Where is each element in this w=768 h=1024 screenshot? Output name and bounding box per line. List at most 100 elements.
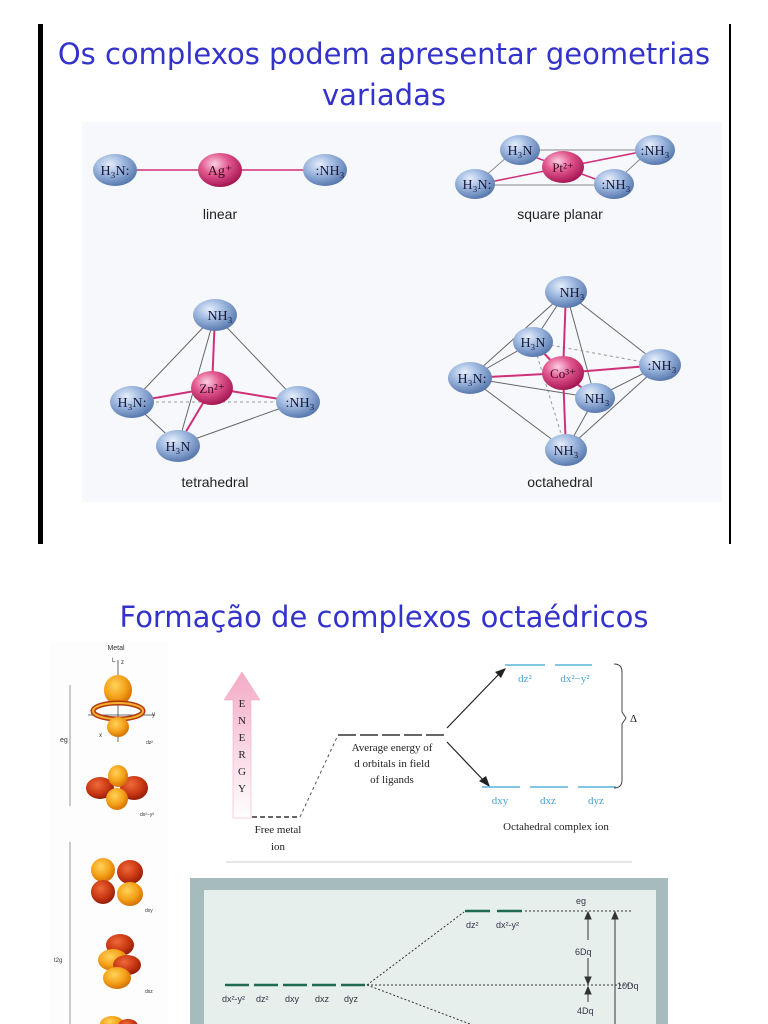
oh-label-back: H₃N <box>520 336 545 351</box>
sp-label-3: H₃N: <box>463 178 492 193</box>
slide1-title-line2: variadas <box>0 76 768 114</box>
oh-label-right: :NH₃ <box>648 359 677 374</box>
dxz-orbital: dxz <box>98 934 153 995</box>
lower-level-label-2: dxz <box>540 795 556 807</box>
oh-ligand-front <box>575 383 615 413</box>
splitting-panel-inner <box>204 890 656 1024</box>
free-ion-label-2: ion <box>271 841 286 853</box>
oh-label-left: H₃N: <box>458 372 487 387</box>
dyz-orbital: dyz <box>100 1016 158 1024</box>
sp-label-2: :NH₃ <box>641 144 670 159</box>
four-dq-label: 4Dq <box>577 1006 594 1016</box>
oh-caption: octahedral <box>527 474 592 490</box>
ligand-label: L <box>112 658 116 664</box>
sp-ligand-front-left <box>455 169 495 199</box>
td-label-right: :NH₃ <box>286 396 315 411</box>
linear-ligand-left <box>93 154 137 186</box>
splitting-diagram: dx²-y² dz² dxy dxz dyz dz² dx²-y² eg 6Dq… <box>190 878 668 1024</box>
splitting-panel-outer <box>190 878 668 1024</box>
ten-dq-label: 10Dq <box>617 981 639 991</box>
linear-metal-label: Ag⁺ <box>208 164 233 179</box>
td-caption: tetrahedral <box>182 474 249 490</box>
t2g-arrow <box>447 742 485 782</box>
average-label-1: Average energy of <box>352 742 433 754</box>
td-ligand-top <box>193 299 237 331</box>
six-dq-label: 6Dq <box>575 947 592 957</box>
energy-diagram: E N E R G Y Free metal ion Average energ… <box>224 664 637 862</box>
delta-bracket <box>614 664 626 788</box>
energy-letter-n: N <box>238 715 246 727</box>
td-ligand-left <box>110 386 154 418</box>
energy-letter-y: Y <box>238 783 246 795</box>
oh-label-top: NH₃ <box>559 286 584 301</box>
eg-split-label-2: dx²-y² <box>496 920 519 930</box>
oh-ligand-bottom <box>545 434 587 466</box>
sp-metal <box>542 151 584 183</box>
eg-split-group-label: eg <box>576 896 586 906</box>
energy-letter-e2: E <box>239 732 246 744</box>
sp-ligand-back-right <box>635 135 675 165</box>
eg-bracket-label: eg <box>60 737 68 744</box>
degenerate-label-1: dx²-y² <box>222 994 245 1004</box>
degenerate-label-2: dz² <box>256 994 269 1004</box>
upper-level-label-1: dz² <box>518 673 532 685</box>
linear-complex: H₃N: Ag⁺ :NH₃ linear <box>93 153 347 222</box>
dxy-orbital: dxy <box>91 858 153 914</box>
energy-word: E N E R G Y <box>238 698 246 795</box>
slide2-title: Formação de complexos octaédricos <box>0 598 768 636</box>
degenerate-label-4: dxz <box>315 994 330 1004</box>
dx2-y2-orbital: dx²−y² <box>86 765 154 818</box>
linear-metal <box>198 153 242 187</box>
sp-metal-label: Pt²⁺ <box>552 160 574 175</box>
sp-caption: square planar <box>517 206 603 222</box>
dz2-orbital: z y x L dz² <box>88 658 155 746</box>
free-ion-label-1: Free metal <box>255 824 302 836</box>
sp-label-4: :NH₃ <box>602 178 631 193</box>
square-planar-complex: H₃N :NH₃ Pt²⁺ H₃N: :NH₃ square planar <box>455 135 675 222</box>
energy-letter-g: G <box>238 766 246 778</box>
energy-letter-r: R <box>238 749 246 761</box>
sp-label-1: H₃N <box>507 144 532 159</box>
td-metal <box>191 371 233 405</box>
slide1-title-line1: Os complexos podem apresentar geometrias <box>0 35 768 73</box>
metal-label: Metal <box>107 645 125 652</box>
sp-ligand-back-left <box>500 135 540 165</box>
dx2-y2-orbital-label: dx²−y² <box>140 812 154 818</box>
td-label-left: H₃N: <box>118 396 147 411</box>
oh-ligand-back <box>513 327 553 357</box>
oh-metal <box>542 356 584 390</box>
average-label-3: of ligands <box>370 774 414 786</box>
complex-label: Octahedral complex ion <box>503 821 609 833</box>
dxz-orbital-label: dxz <box>145 989 153 995</box>
split-line-down <box>367 985 470 1024</box>
tetrahedral-complex: NH₃ H₃N: :NH₃ Zn²⁺ H₃N tetrahedral <box>110 299 320 490</box>
t2g-bracket-label: t2g <box>54 958 62 964</box>
linear-caption: linear <box>203 206 238 222</box>
eg-arrow <box>447 673 500 728</box>
td-label-front: H₃N <box>165 440 190 455</box>
axis-y-label: y <box>152 712 155 718</box>
oh-label-front: NH₃ <box>584 392 609 407</box>
split-line-up <box>367 912 464 985</box>
linear-ligand-left-label: H₃N: <box>101 164 130 179</box>
octahedral-complex: NH₃ H₃N H₃N: :NH₃ NH₃ NH₃ Co³⁺ octahedra… <box>448 276 681 490</box>
oh-label-bottom: NH₃ <box>553 444 578 459</box>
oh-ligand-left <box>448 362 492 394</box>
eg-split-label-1: dz² <box>466 920 479 930</box>
upper-level-label-2: dx²−y² <box>560 673 590 685</box>
oh-ligand-top <box>545 276 587 308</box>
geometries-panel-bg <box>82 122 722 502</box>
free-ion-connector <box>300 735 338 817</box>
degenerate-label-5: dyz <box>344 994 359 1004</box>
energy-arrow <box>224 672 260 818</box>
dz2-orbital-label: dz² <box>146 740 153 746</box>
oh-metal-label: Co³⁺ <box>550 366 576 381</box>
linear-ligand-right <box>303 154 347 186</box>
axis-z-label: z <box>121 660 124 666</box>
td-ligand-right <box>276 386 320 418</box>
linear-ligand-right-label: :NH₃ <box>316 164 345 179</box>
td-ligand-front <box>156 430 200 462</box>
delta-label: Δ <box>630 713 637 725</box>
